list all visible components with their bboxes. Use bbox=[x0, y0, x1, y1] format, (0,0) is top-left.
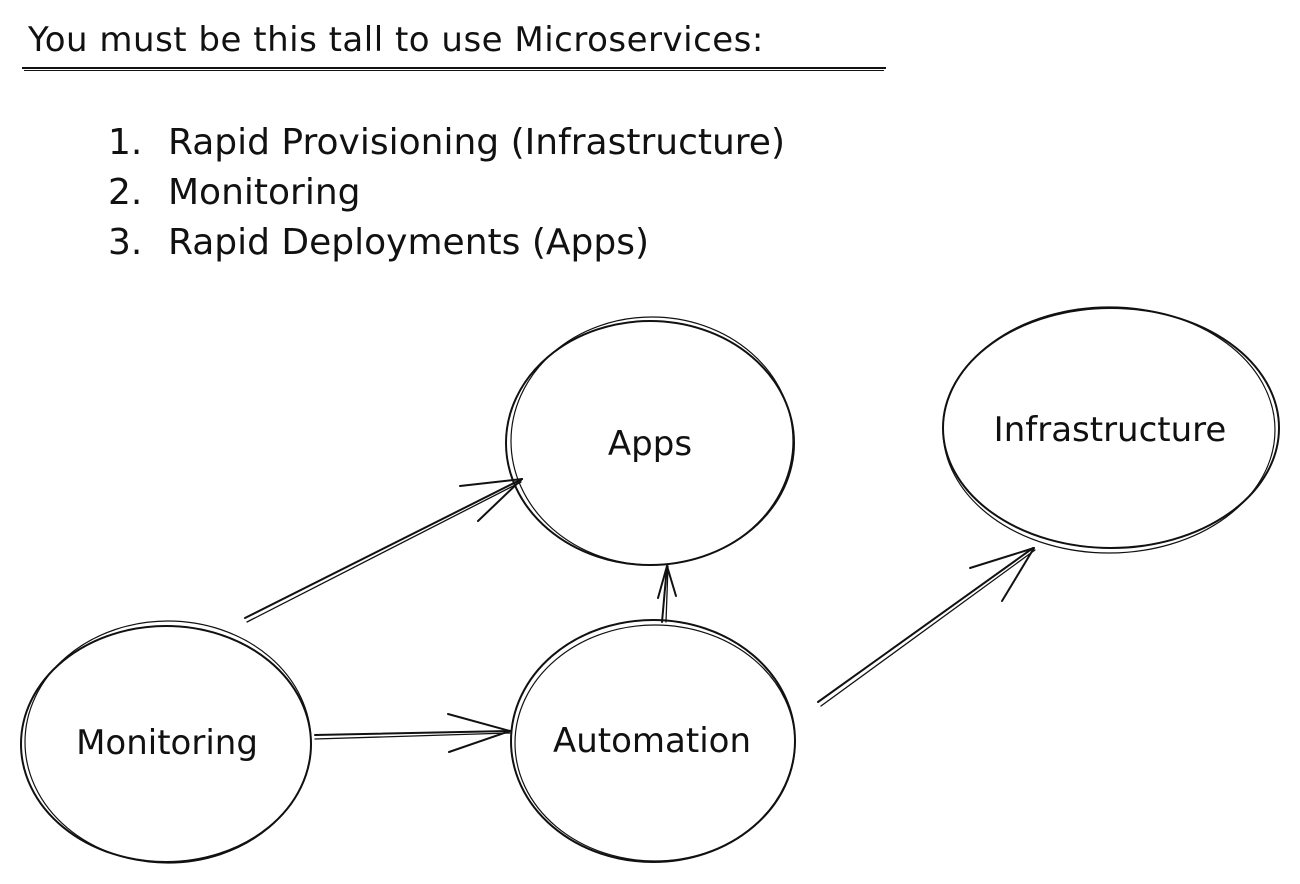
requirement-item: 1. Rapid Provisioning (Infrastructure) bbox=[108, 118, 785, 168]
node-label-monitoring: Monitoring bbox=[76, 723, 258, 763]
node-monitoring bbox=[20, 620, 312, 864]
requirement-number: 2. bbox=[108, 172, 143, 213]
requirement-item: 3. Rapid Deployments (Apps) bbox=[108, 218, 785, 268]
arrow-automation-to-infrastructure bbox=[817, 547, 1036, 707]
requirement-text: Monitoring bbox=[168, 172, 361, 213]
requirement-item: 2. Monitoring bbox=[108, 168, 785, 218]
node-label-apps: Apps bbox=[608, 424, 692, 464]
arrow-monitoring-to-apps bbox=[244, 478, 523, 623]
arrow-monitoring-to-automation bbox=[314, 713, 511, 753]
node-label-infrastructure: Infrastructure bbox=[994, 410, 1227, 450]
node-label-automation: Automation bbox=[553, 721, 751, 761]
requirement-text: Rapid Provisioning (Infrastructure) bbox=[168, 122, 785, 163]
requirement-number: 1. bbox=[108, 122, 143, 163]
requirement-text: Rapid Deployments (Apps) bbox=[168, 222, 650, 263]
node-automation bbox=[510, 619, 796, 863]
requirement-number: 3. bbox=[108, 222, 143, 263]
requirements-list: 1. Rapid Provisioning (Infrastructure) 2.… bbox=[108, 118, 785, 268]
node-apps bbox=[505, 316, 795, 566]
title-underline bbox=[22, 67, 886, 69]
title-underline-secondary bbox=[24, 70, 884, 71]
page-title: You must be this tall to use Microservic… bbox=[28, 20, 764, 60]
node-infrastructure bbox=[942, 306, 1280, 554]
arrow-automation-to-apps bbox=[657, 565, 677, 623]
